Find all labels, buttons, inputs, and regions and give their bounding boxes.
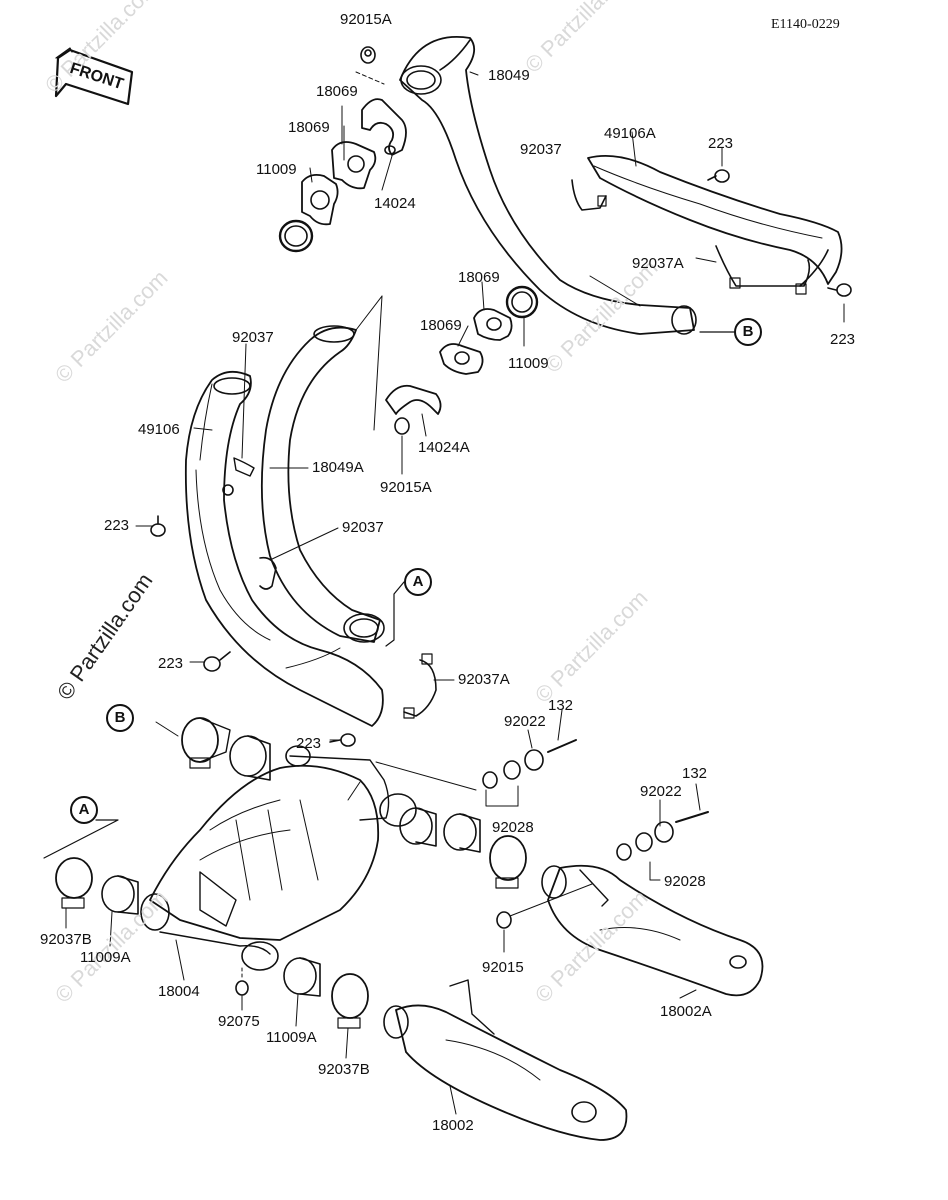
flange-18069-b <box>301 173 339 226</box>
clamp-92037A-right <box>715 245 811 295</box>
sleeve-b <box>229 735 271 781</box>
nut-92015A-top <box>360 46 376 64</box>
part-label: 92037 <box>342 519 384 536</box>
part-label: 14024 <box>374 195 416 212</box>
part-label: 18069 <box>458 269 500 286</box>
part-label: 11009 <box>508 355 549 372</box>
part-label: 92028 <box>492 819 534 836</box>
part-label: 92037A <box>632 255 684 272</box>
bolt-223-lower <box>203 651 231 672</box>
part-label: 92075 <box>218 1013 260 1030</box>
part-label: 223 <box>830 331 856 348</box>
part-label: 223 <box>158 655 184 672</box>
part-label: 223 <box>104 517 130 534</box>
pipe-18049 <box>399 36 697 335</box>
clamp-92037B-left <box>55 857 93 909</box>
part-label: 92022 <box>640 783 682 800</box>
leader-lines <box>65 71 845 1115</box>
heat-shield-49106A <box>587 155 843 287</box>
part-label: 223 <box>296 735 322 752</box>
pipe-18049A <box>260 295 385 643</box>
ref-marker-a-bottom: A <box>70 796 98 824</box>
part-label: 18069 <box>316 83 358 100</box>
nut-92015 <box>496 883 593 929</box>
ref-marker-b-top: B <box>734 318 762 346</box>
part-label: 11009 <box>256 161 297 178</box>
part-label: 18069 <box>420 317 462 334</box>
sleeve-mid <box>399 807 437 847</box>
bolt-223-topright <box>707 169 730 183</box>
bolt-223-right <box>827 283 852 297</box>
ref-marker-a-top: A <box>404 568 432 596</box>
part-label: 49106 <box>138 421 180 438</box>
clamp-92037-mid <box>259 556 277 590</box>
part-label: 18049A <box>312 459 364 476</box>
flange-18069-d <box>439 343 484 375</box>
front-arrow-icon <box>54 47 134 106</box>
clamp-92037-left <box>222 457 255 496</box>
part-label: 11009A <box>266 1029 317 1046</box>
part-label: 11009A <box>80 949 131 966</box>
sleeve-11009A-right <box>283 957 321 997</box>
sleeve-11009A-left <box>101 875 139 915</box>
part-label: 92015A <box>340 11 392 28</box>
part-label: 18002 <box>432 1117 474 1134</box>
heat-shield-49106 <box>184 370 384 727</box>
part-label: 18004 <box>158 983 200 1000</box>
flange-18069-c <box>473 308 513 341</box>
part-label: 132 <box>682 765 708 782</box>
bolt-223-left <box>150 515 166 537</box>
part-label: 92037A <box>458 671 510 688</box>
diagram-code: E1140-0229 <box>771 17 840 32</box>
nut-92075 <box>235 967 249 996</box>
part-label: 92015 <box>482 959 524 976</box>
washers-upper <box>375 739 577 791</box>
holder-14024 <box>361 98 407 156</box>
part-label: 92037 <box>232 329 274 346</box>
part-label: 18049 <box>488 67 530 84</box>
clamp-b-top <box>181 717 231 769</box>
part-label: 223 <box>708 135 734 152</box>
leader-line <box>355 71 385 85</box>
sleeve-mid-2 <box>443 813 481 853</box>
holder-14024A <box>385 384 442 435</box>
muffler-18002 <box>383 979 628 1141</box>
part-label: 92028 <box>664 873 706 890</box>
gasket-11009-top <box>278 219 314 253</box>
part-label: 92015A <box>380 479 432 496</box>
part-label: 132 <box>548 697 574 714</box>
clamp-92037B-right <box>331 973 369 1029</box>
flange-18069-a <box>331 141 377 190</box>
clamp-92037-topright <box>571 179 607 211</box>
ref-line-a-top <box>385 581 405 647</box>
washers-lower <box>616 811 709 861</box>
collector-18004 <box>140 745 417 971</box>
part-label: 92022 <box>504 713 546 730</box>
part-label: 18002A <box>660 1003 712 1020</box>
clamp-92037A-mid <box>403 653 437 719</box>
ref-line-a-bottom <box>43 819 119 859</box>
part-label: 49106A <box>604 125 656 142</box>
part-label: 14024A <box>418 439 470 456</box>
part-label: 18069 <box>288 119 330 136</box>
ref-marker-b-bottom: B <box>106 704 134 732</box>
part-label: 92037 <box>520 141 562 158</box>
part-label: 92037B <box>40 931 92 948</box>
gasket-11009-mid <box>505 285 539 319</box>
muffler-18002A <box>541 864 764 997</box>
part-label: 92037B <box>318 1061 370 1078</box>
clamp-mid <box>489 835 527 889</box>
